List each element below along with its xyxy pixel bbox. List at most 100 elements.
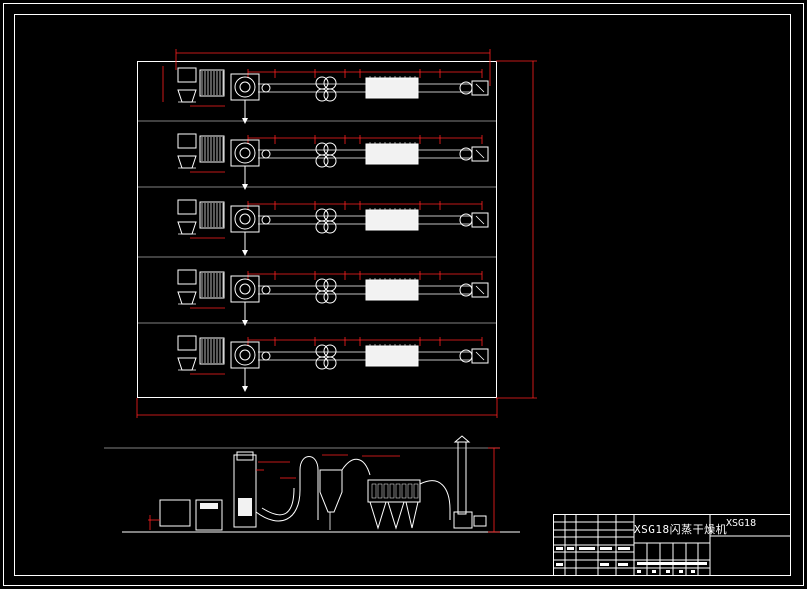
dryer-line-4 (137, 256, 496, 326)
bag-filter (365, 209, 419, 231)
dryer-chamber (234, 344, 256, 366)
elev-crossover-duct (341, 458, 371, 476)
plan-view-layout (137, 67, 496, 392)
valve (261, 215, 271, 225)
dryer-core (239, 283, 251, 295)
elev-filter-hoppers (369, 501, 419, 530)
elev-bag-filter (367, 479, 421, 503)
elev-filter-bag (377, 483, 383, 499)
cyclone-b (323, 344, 337, 358)
motor-mark (475, 149, 485, 159)
cyclone-c (315, 88, 329, 102)
bag-filter (365, 77, 419, 99)
heat-exchanger (199, 135, 225, 163)
plan-overall-dimensions (136, 49, 537, 418)
drawing-title: XSG18闪蒸干燥机 (634, 523, 728, 536)
dryer-chamber (234, 208, 256, 230)
valve (261, 285, 271, 295)
elev-filter-bag (371, 483, 377, 499)
dryer-line-5 (137, 322, 496, 392)
bag-filter (365, 143, 419, 165)
cyclone-d (323, 290, 337, 304)
elev-duct-loop (255, 456, 319, 522)
valve (261, 351, 271, 361)
dryer-core (239, 213, 251, 225)
cyclone-b (323, 208, 337, 222)
elev-exhaust-fan (453, 511, 473, 529)
exhaust-motor (471, 282, 489, 298)
elev-dryer-fill (238, 498, 252, 516)
cyclone-d (323, 220, 337, 234)
cyclone-d (323, 356, 337, 370)
elev-filter-bag (401, 483, 407, 499)
exhaust-motor (471, 348, 489, 364)
fan-hopper (177, 291, 197, 305)
elev-exchanger-fill (200, 503, 218, 509)
motor-mark (475, 285, 485, 295)
cyclone-c (315, 356, 329, 370)
dryer-line-2 (137, 120, 496, 190)
cyclone-d (323, 154, 337, 168)
discharge-arrow (242, 386, 248, 392)
cyclone-c (315, 154, 329, 168)
cyclone-b (323, 76, 337, 90)
heat-exchanger (199, 69, 225, 97)
fan-hopper (177, 357, 197, 371)
elev-heat-exchanger (195, 499, 223, 531)
elev-dryer-top (236, 451, 254, 461)
bag-filter (365, 279, 419, 301)
dryer-core (239, 147, 251, 159)
elev-filter-bag (395, 483, 401, 499)
dryer-core (239, 81, 251, 93)
title-block (553, 514, 791, 576)
fan-housing (177, 335, 197, 351)
cyclone-b (323, 142, 337, 156)
dryer-line-1 (177, 67, 489, 124)
dryer-chamber (234, 142, 256, 164)
heat-exchanger (199, 271, 225, 299)
outer-sheet-border (3, 3, 804, 586)
dryer-line-3 (137, 186, 496, 256)
dryer-chamber (234, 76, 256, 98)
elev-cyclone (319, 469, 343, 513)
valve (261, 83, 271, 93)
cyclone-c (315, 290, 329, 304)
elev-exhaust-duct (419, 480, 451, 520)
fan-hopper (177, 89, 197, 103)
elev-filter-bag (407, 483, 413, 499)
bag-filter (365, 345, 419, 367)
discharge-arrow (242, 250, 248, 256)
heat-exchanger (199, 337, 225, 365)
fan-housing (177, 269, 197, 285)
motor-mark (475, 215, 485, 225)
motor-mark (475, 351, 485, 361)
cyclone-b (323, 278, 337, 292)
inner-sheet-border (14, 14, 791, 576)
elev-filter-bag (383, 483, 389, 499)
cyclone-c (315, 220, 329, 234)
exhaust-motor (471, 146, 489, 162)
elev-duct-inner (261, 487, 295, 516)
fan-housing (177, 133, 197, 149)
elev-chimney (457, 441, 467, 515)
fan-hopper (177, 221, 197, 235)
title-block-marks (556, 547, 707, 573)
elev-exhaust-motor (473, 515, 487, 527)
drawing-code: XSG18 (726, 518, 757, 529)
valve (261, 149, 271, 159)
fan-hopper (177, 155, 197, 169)
cyclone-d (323, 88, 337, 102)
fan-housing (177, 199, 197, 215)
motor-mark (475, 83, 485, 93)
elevation-view-layout (104, 435, 520, 533)
heat-exchanger (199, 201, 225, 229)
elev-chimney-cap (453, 435, 471, 443)
dryer-chamber (234, 278, 256, 300)
elev-fan-unit (159, 499, 191, 527)
fan-housing (177, 67, 197, 83)
dryer-core (239, 349, 251, 361)
elev-filter-bag (389, 483, 395, 499)
plan-boundary (137, 61, 497, 398)
exhaust-motor (471, 80, 489, 96)
